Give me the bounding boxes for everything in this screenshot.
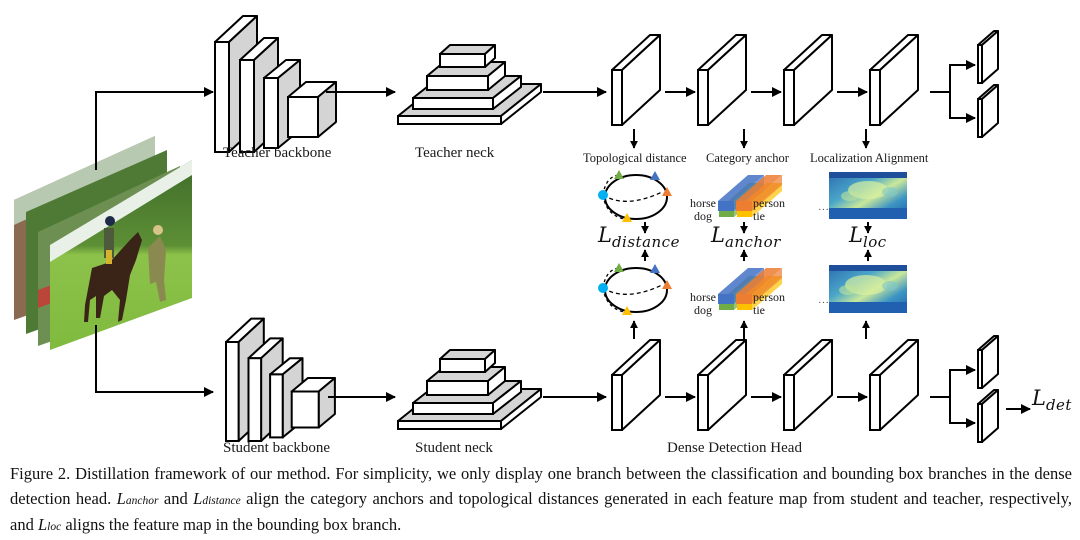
- feature-map-2: [697, 339, 747, 431]
- teacher-topology-graph: [598, 170, 672, 222]
- feature-map-2: [697, 34, 747, 126]
- teacher-category-anchor-bars: [718, 175, 782, 217]
- input-connectors: [95, 87, 214, 397]
- student-localization-heatmap: [829, 265, 907, 313]
- loss-anchor-label: Lanchor: [711, 223, 781, 251]
- bbox-output-map: [977, 84, 999, 138]
- feature-map-4: [869, 34, 919, 126]
- dense-detection-head-label: Dense Detection Head: [667, 440, 802, 456]
- branch-arrow-box: [949, 397, 976, 428]
- neck-layer-4: [439, 349, 496, 373]
- topology-node-green: [614, 170, 624, 179]
- student-detection-head: [611, 335, 1031, 443]
- topology-ring: [604, 267, 668, 313]
- topology-node-blue: [650, 171, 660, 180]
- student-backbone-blocks: [225, 317, 336, 443]
- class-label-person: person: [753, 290, 785, 304]
- topology-node-blue: [650, 264, 660, 273]
- class-label-tie: tie: [753, 303, 765, 317]
- teacher-neck-pyramid: [397, 44, 542, 125]
- loss-arrows: [630, 129, 872, 339]
- arrow-image-to-teacher: [95, 87, 214, 170]
- category-anchor-label: Category anchor: [706, 151, 789, 165]
- student-topology-graph: [598, 263, 672, 315]
- topology-ring: [604, 174, 668, 220]
- student-neck-label: Student neck: [415, 440, 493, 456]
- category-ellipsis-teacher: ···: [818, 204, 829, 216]
- class-label-dog: dog: [694, 209, 712, 223]
- student-category-anchor-bars: [718, 268, 782, 310]
- caption-figure-number: Figure 2.: [10, 464, 71, 483]
- feature-map-3: [783, 339, 833, 431]
- anchor-bar-person: [736, 175, 782, 211]
- topology-node-orange: [662, 187, 672, 196]
- loss-det-label: Ldet: [1032, 386, 1072, 414]
- teacher-backbone-label: Teacher backbone: [223, 145, 332, 161]
- caption-text: Distillation framework of our method. Fo…: [10, 464, 1072, 508]
- topology-dashed-edge: [602, 194, 625, 220]
- backbone-block-4: [287, 81, 337, 138]
- class-label-person: person: [753, 196, 785, 210]
- topology-dashed-edge: [602, 284, 663, 295]
- topology-node-circle: [598, 190, 608, 200]
- category-ellipsis-student: ···: [818, 297, 829, 309]
- figure-diagram: ··· ···: [14, 15, 1031, 443]
- branch-arrow-cls: [930, 365, 976, 398]
- topology-dashed-edge: [602, 191, 663, 202]
- class-label-dog: dog: [694, 303, 712, 317]
- feature-map-3: [783, 34, 833, 126]
- classification-output-map: [977, 30, 999, 84]
- teacher-localization-heatmap: [829, 172, 907, 219]
- figure-caption: Figure 2. Distillation framework of our …: [10, 464, 1072, 534]
- student-backbone-label: Student backbone: [223, 440, 331, 456]
- teacher-detection-head: [611, 30, 999, 138]
- feature-map-4: [869, 339, 919, 431]
- student-neck-pyramid: [397, 349, 542, 430]
- topological-distance-label: Topological distance: [583, 151, 687, 165]
- loss-distance-label: Ldistance: [598, 223, 680, 251]
- anchor-bar-person: [736, 268, 782, 304]
- loss-loc-label: Lloc: [849, 223, 887, 251]
- neck-layer-4: [439, 44, 496, 68]
- feature-map-1: [611, 34, 661, 126]
- topology-node-yellow: [622, 213, 632, 222]
- teacher-neck-label: Teacher neck: [415, 145, 495, 161]
- topology-node-green: [614, 263, 624, 272]
- feature-map-1: [611, 339, 661, 431]
- bbox-output-map: [977, 389, 999, 443]
- topology-dashed-edge: [602, 287, 625, 313]
- branch-arrow-cls: [930, 60, 976, 93]
- branch-arrow-box: [949, 92, 976, 123]
- arrow-image-to-student: [95, 325, 214, 397]
- topology-node-yellow: [622, 306, 632, 315]
- input-image-stack: [14, 136, 192, 350]
- class-label-horse: horse: [690, 290, 716, 304]
- horse-and-rider-image: [84, 216, 166, 322]
- backbone-block-4: [290, 377, 336, 429]
- class-label-tie: tie: [753, 209, 765, 223]
- topology-node-circle: [598, 283, 608, 293]
- distillation-framework-figure: ··· ··· Teacher backbone Teacher neck St…: [14, 15, 1072, 456]
- topology-node-orange: [662, 280, 672, 289]
- localization-alignment-label: Localization Alignment: [810, 151, 929, 165]
- class-label-horse: horse: [690, 196, 716, 210]
- teacher-backbone-blocks: [214, 15, 337, 153]
- classification-output-map: [977, 335, 999, 389]
